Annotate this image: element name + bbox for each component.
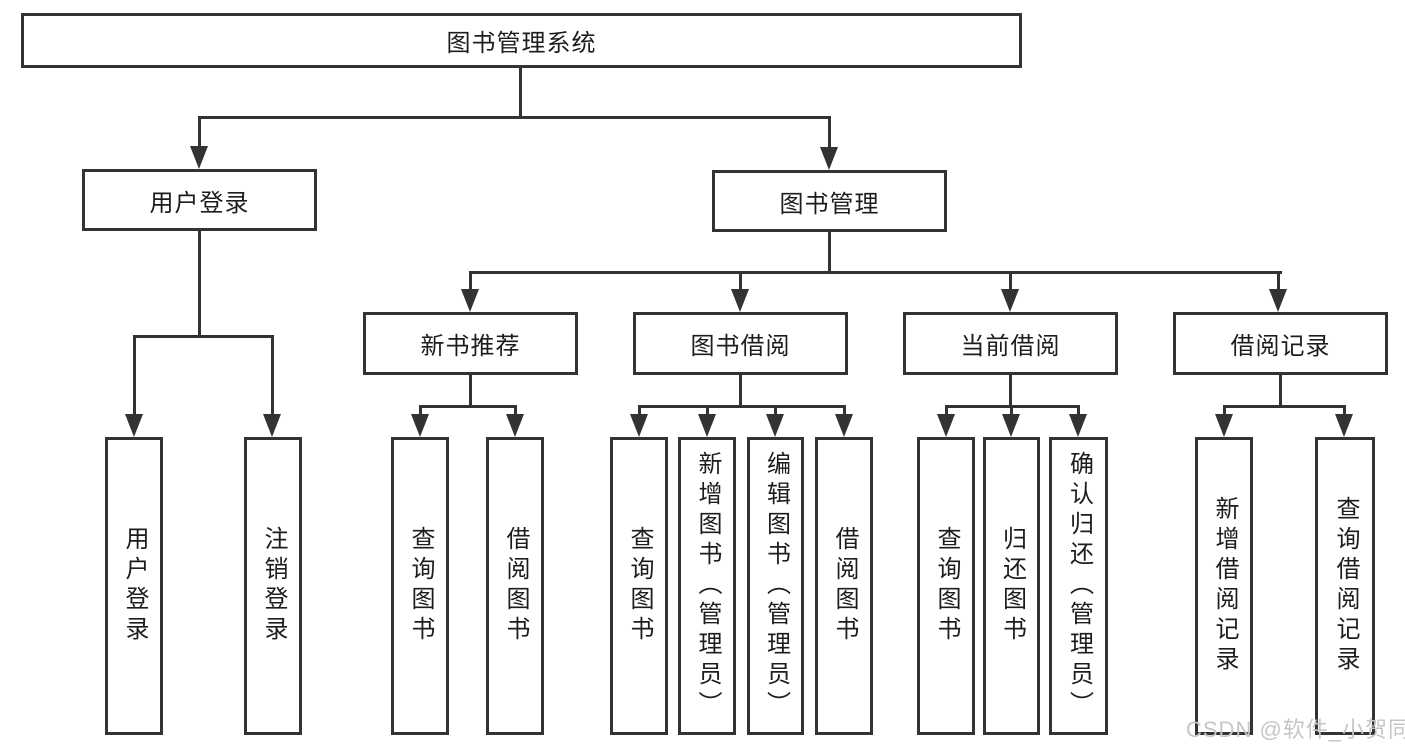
node-root-label: 图书管理系统 bbox=[446, 30, 597, 57]
leaf-borrow-borrow-label: 借阅图书 bbox=[831, 526, 858, 646]
leaf-newbooks-borrow-label: 借阅图书 bbox=[502, 526, 529, 646]
arrowhead-records-leaf2 bbox=[1335, 414, 1353, 437]
connector-newbooks-drop bbox=[469, 271, 472, 292]
leaf-user-login: 用户登录 bbox=[105, 437, 163, 735]
node-new-books: 新书推荐 bbox=[363, 312, 578, 375]
connector-newbooks-rail bbox=[419, 405, 517, 408]
leaf-user-logout: 注销登录 bbox=[244, 437, 302, 735]
leaf-current-query: 查询图书 bbox=[917, 437, 975, 735]
leaf-current-query-label: 查询图书 bbox=[933, 526, 960, 646]
leaf-records-query-label: 查询借阅记录 bbox=[1332, 496, 1359, 676]
arrowhead-current-leaf3 bbox=[1069, 414, 1087, 437]
arrowhead-current-leaf2 bbox=[1002, 414, 1020, 437]
leaf-newbooks-query-label: 查询图书 bbox=[407, 526, 434, 646]
arrowhead-current bbox=[1001, 289, 1019, 312]
connector-records-leaf1-drop bbox=[1223, 405, 1226, 417]
node-user-login-label: 用户登录 bbox=[149, 189, 250, 217]
leaf-borrow-borrow: 借阅图书 bbox=[815, 437, 873, 735]
connector-user-leaf2-drop bbox=[271, 335, 274, 417]
arrowhead-records-leaf1 bbox=[1215, 414, 1233, 437]
node-new-books-label: 新书推荐 bbox=[420, 333, 521, 360]
connector-current-leaf2-drop bbox=[1010, 405, 1013, 417]
connector-borrow-rail bbox=[638, 405, 846, 408]
connector-records-drop bbox=[1277, 271, 1280, 292]
arrowhead-newbooks-leaf1 bbox=[411, 414, 429, 437]
arrowhead-user-leaf2 bbox=[263, 414, 281, 437]
leaf-records-add: 新增借阅记录 bbox=[1195, 437, 1253, 735]
leaf-user-login-label: 用户登录 bbox=[121, 526, 148, 646]
node-book-borrow: 图书借阅 bbox=[633, 312, 848, 375]
connector-user-stem bbox=[198, 231, 201, 337]
arrowhead-user-leaf1 bbox=[125, 414, 143, 437]
csdn-watermark: CSDN @软件_小贺同学 bbox=[1186, 717, 1405, 742]
connector-newbooks-stem bbox=[469, 375, 472, 408]
connector-borrow-leaf1-drop bbox=[638, 405, 641, 417]
leaf-borrow-query: 查询图书 bbox=[610, 437, 668, 735]
leaf-user-logout-label: 注销登录 bbox=[260, 526, 287, 646]
connector-records-stem bbox=[1279, 375, 1282, 408]
leaf-newbooks-query: 查询图书 bbox=[391, 437, 449, 735]
connector-borrow-leaf2-drop bbox=[706, 405, 709, 417]
arrowhead-borrow bbox=[731, 289, 749, 312]
connector-borrow-leaf3-drop bbox=[774, 405, 777, 417]
connector-current-stem bbox=[1009, 375, 1012, 408]
connector-user-rail bbox=[133, 335, 274, 338]
node-book-borrow-label: 图书借阅 bbox=[690, 333, 791, 360]
node-current-borrow: 当前借阅 bbox=[903, 312, 1118, 375]
arrowhead-borrow-leaf3 bbox=[766, 414, 784, 437]
connector-records-rail bbox=[1223, 405, 1346, 408]
node-root: 图书管理系统 bbox=[21, 13, 1022, 68]
arrowhead-borrow-leaf2 bbox=[698, 414, 716, 437]
connector-book-drop bbox=[828, 116, 831, 150]
connector-newbooks-leaf2-drop bbox=[514, 405, 517, 417]
leaf-current-return-label: 归还图书 bbox=[998, 526, 1026, 646]
leaf-current-confirm-label: 确认归还（管理员） bbox=[1065, 451, 1093, 721]
connector-current-leaf3-drop bbox=[1077, 405, 1080, 417]
leaf-records-add-label: 新增借阅记录 bbox=[1211, 496, 1238, 676]
leaf-borrow-query-label: 查询图书 bbox=[626, 526, 653, 646]
connector-book-stem bbox=[828, 232, 831, 273]
node-current-borrow-label: 当前借阅 bbox=[960, 333, 1061, 360]
leaf-current-return: 归还图书 bbox=[983, 437, 1040, 735]
leaf-records-query: 查询借阅记录 bbox=[1315, 437, 1375, 735]
arrowhead-newbooks bbox=[461, 289, 479, 312]
leaf-borrow-add-label: 新增图书（管理员） bbox=[694, 451, 721, 721]
arrowhead-current-leaf1 bbox=[937, 414, 955, 437]
arrowhead-book-mgmt bbox=[820, 147, 838, 170]
connector-user-leaf1-drop bbox=[133, 335, 136, 417]
connector-root-stem bbox=[519, 68, 522, 119]
leaf-newbooks-borrow: 借阅图书 bbox=[486, 437, 544, 735]
leaf-current-confirm: 确认归还（管理员） bbox=[1049, 437, 1108, 735]
connector-user-drop bbox=[198, 116, 201, 149]
arrowhead-borrow-leaf4 bbox=[835, 414, 853, 437]
connector-borrow-stem bbox=[739, 375, 742, 408]
leaf-borrow-add: 新增图书（管理员） bbox=[678, 437, 736, 735]
node-book-mgmt: 图书管理 bbox=[712, 170, 947, 232]
arrowhead-newbooks-leaf2 bbox=[506, 414, 524, 437]
connector-borrow-leaf4-drop bbox=[843, 405, 846, 417]
connector-borrow-drop bbox=[739, 271, 742, 292]
leaf-borrow-edit: 编辑图书（管理员） bbox=[747, 437, 804, 735]
node-borrow-records-label: 借阅记录 bbox=[1230, 333, 1331, 360]
node-user-login: 用户登录 bbox=[82, 169, 317, 231]
connector-records-leaf2-drop bbox=[1343, 405, 1346, 417]
connector-current-leaf1-drop bbox=[945, 405, 948, 417]
connector-level2-rail bbox=[198, 116, 831, 119]
connector-newbooks-leaf1-drop bbox=[419, 405, 422, 417]
arrowhead-borrow-leaf1 bbox=[630, 414, 648, 437]
arrowhead-user-login bbox=[190, 146, 208, 169]
connector-level3-rail bbox=[469, 271, 1282, 274]
connector-current-drop bbox=[1009, 271, 1012, 292]
node-borrow-records: 借阅记录 bbox=[1173, 312, 1388, 375]
arrowhead-records bbox=[1269, 289, 1287, 312]
node-book-mgmt-label: 图书管理 bbox=[779, 190, 880, 218]
leaf-borrow-edit-label: 编辑图书（管理员） bbox=[762, 451, 790, 721]
